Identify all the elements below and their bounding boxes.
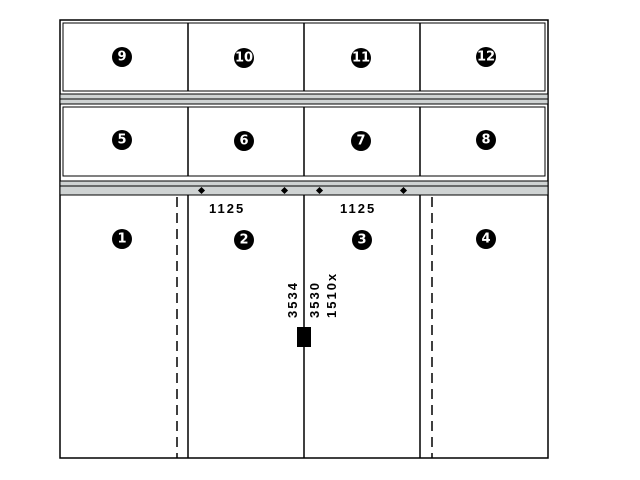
svg-text:1: 1 [117,232,126,247]
marker-dot [399,186,408,195]
svg-text:8: 8 [481,133,490,148]
panel-badge-11: 11 [351,48,371,68]
svg-text:10: 10 [235,51,253,66]
svg-text:9: 9 [117,50,126,65]
svg-text:3: 3 [357,233,366,248]
upper-rail [59,93,549,105]
svg-text:6: 6 [239,134,248,149]
panel-badge-10: 10 [234,48,254,68]
marker-dot [197,186,206,195]
panel-badge-9: 9 [112,47,132,67]
dimension-label-vertical-3: 1510x [324,272,339,318]
panel-badge-8: 8 [476,130,496,150]
panel-badge-2: 2 [234,230,254,250]
dimension-label-vertical-1: 3534 [285,281,300,318]
panel-badge-5: 5 [112,130,132,150]
panel-badge-3: 3 [352,230,372,250]
marker-dot [280,186,289,195]
bottom-row [176,195,433,458]
svg-text:4: 4 [481,232,490,247]
panel-badge-6: 6 [234,131,254,151]
marker-dot [315,186,324,195]
middle-row [62,106,546,177]
dimension-markers [197,186,408,195]
panel-badge-7: 7 [351,131,371,151]
panel-badge-12: 12 [476,47,496,67]
top-row [62,22,546,92]
dimension-label-top-left: 1125 [209,201,245,216]
dimension-label-top-right: 1125 [340,201,376,216]
dimension-label-vertical-2: 3530 [307,281,322,318]
panel-badge-4: 4 [476,229,496,249]
door-lock-block [297,327,311,347]
svg-text:2: 2 [239,233,248,248]
svg-text:7: 7 [356,134,365,149]
svg-text:5: 5 [117,133,126,148]
svg-text:11: 11 [352,51,370,66]
lower-rail [59,180,549,196]
panel-badge-1: 1 [112,229,132,249]
svg-text:12: 12 [477,50,495,65]
